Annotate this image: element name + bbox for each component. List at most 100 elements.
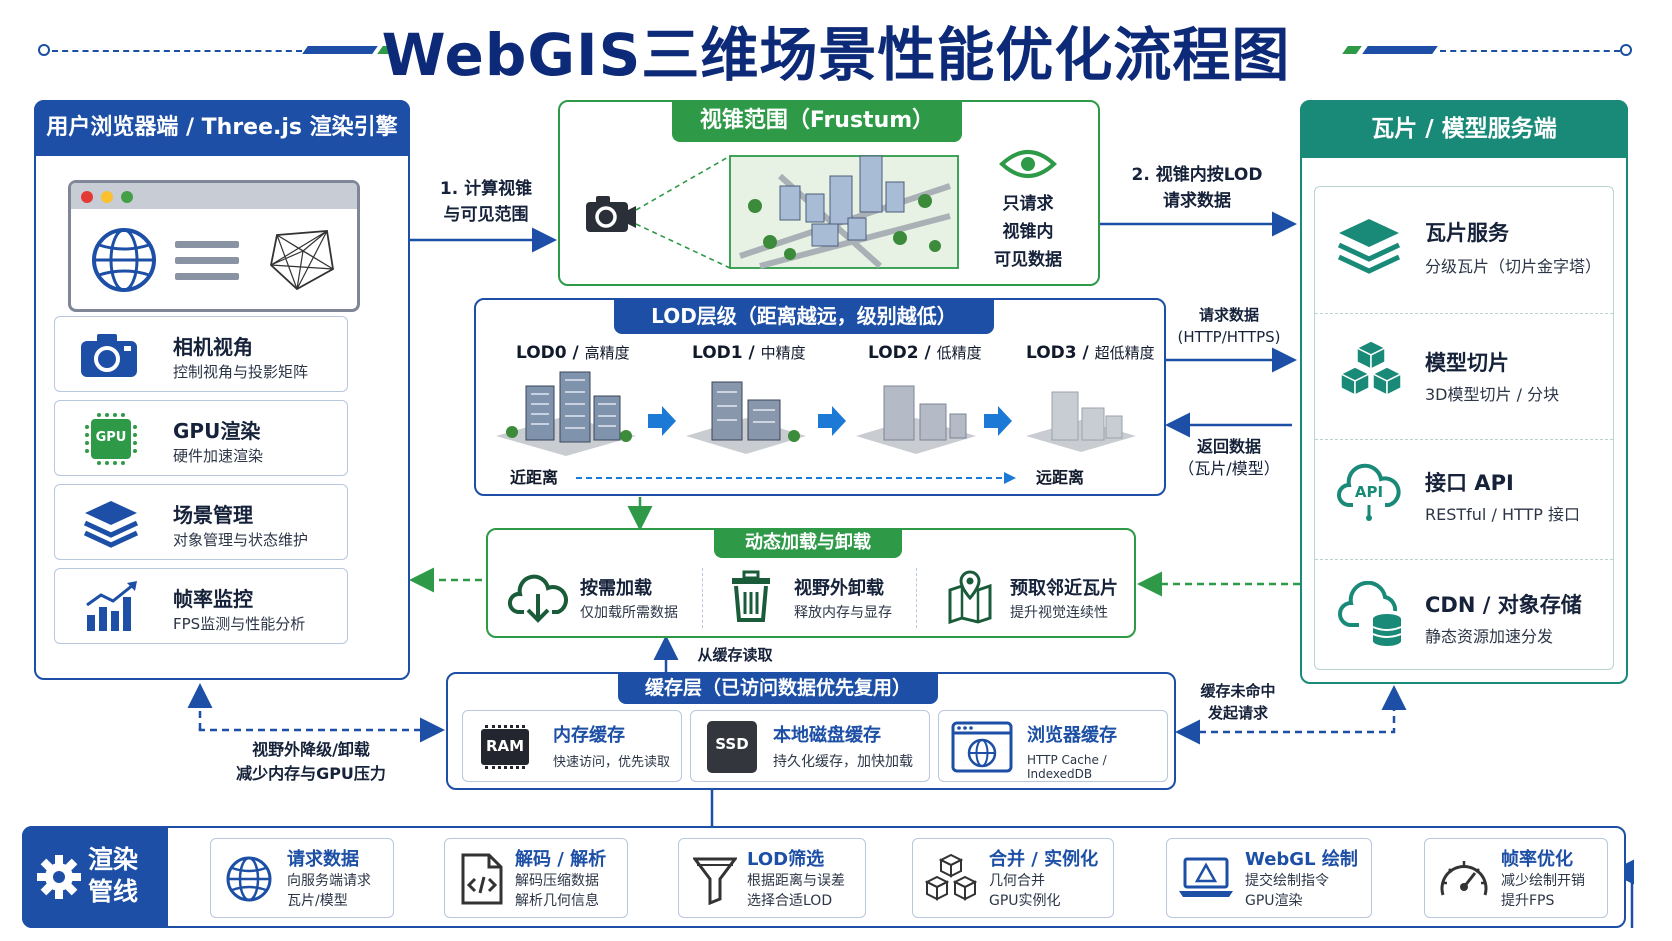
frustum-side-line: 视锥内 [1002,222,1054,242]
label-line: 缓存未命中 [1200,682,1276,700]
lod-desc: 超低精度 [1094,344,1155,362]
title-deco-left [0,0,1672,100]
ssd-badge: SSD [715,735,749,753]
cubes-icon [924,853,978,901]
client-card-sub: FPS监测与性能分析 [173,615,306,633]
pipeline-label-line: 管线 [88,877,139,906]
gear-icon [37,855,81,899]
cache-item-title: 本地磁盘缓存 [773,725,881,746]
map-pin-icon [948,570,992,624]
pipeline-step-title: 合并 / 实例化 [989,849,1099,870]
pipeline-sub-line: 几何合并 [989,873,1045,889]
layers-icon [83,501,139,548]
cache-item-sub: HTTP Cache / IndexedDB [1027,753,1107,781]
lod-level-3: LOD3 / 超低精度 [1026,343,1155,363]
pipeline-label: 渲染 管线 [88,844,138,908]
frustum-illustration [586,155,959,269]
label-line: 1. 计算视锥 [439,179,533,199]
client-card-title: 相机视角 [173,335,253,359]
speedometer-icon [1440,861,1488,896]
pipeline-sub-line: 解码压缩数据 [515,873,599,889]
dynamic-panel: 动态加载与卸载 按需加载 仅加载所需数据 视野外卸载 释放内存与显存 预取邻近瓦… [486,528,1136,638]
camera-icon [586,196,636,232]
api-cloud-icon: API [1337,463,1401,521]
frustum-panel: 视锥范围（Frustum） 只请求 视锥内 [558,100,1100,286]
label-line: (HTTP/HTTPS) [1177,328,1281,346]
wireframe-mesh-icon [270,230,334,291]
cache-card-memory: RAM 内存缓存 快速访问，优先读取 [462,710,682,782]
client-panel: 用户浏览器端 / Three.js 渲染引擎 相机视角 [34,100,410,680]
client-card-sub: 对象管理与状态维护 [173,531,309,549]
trash-icon [732,570,770,622]
eye-icon [999,150,1057,178]
lod-name: LOD2 [868,343,919,363]
client-card-fps: 帧率监控 FPS监测与性能分析 [54,568,348,644]
label-return-data: 返回数据 （瓦片/模型） [1168,436,1290,480]
frustum-side-line: 可见数据 [994,250,1062,270]
server-item-sub: RESTful / HTTP 接口 [1425,505,1580,524]
server-item-title: CDN / 对象存储 [1425,593,1582,617]
list-lines-icon [175,241,239,280]
ram-badge: RAM [485,737,525,755]
label-request-data: 请求数据 (HTTP/HTTPS) [1168,304,1290,348]
cache-item-sub: 持久化缓存，加快加载 [773,754,913,770]
pipeline-step-sub: 解码压缩数据 解析几何信息 [515,871,599,911]
lod-far-label: 远距离 [1036,468,1085,487]
label-line: 减少内存与GPU压力 [236,764,386,783]
pipeline-step-webgl: WebGL 绘制 提交绘制指令 GPU渲染 [1166,838,1372,918]
funnel-icon [693,857,737,905]
client-card-scene: 场景管理 对象管理与状态维护 [54,484,348,560]
label-cache-miss: 缓存未命中 发起请求 [1186,680,1290,724]
lod-name: LOD1 [692,343,743,363]
cache-item-title: 浏览器缓存 [1027,725,1117,746]
server-panel-header: 瓦片 / 模型服务端 [1300,100,1628,158]
pipeline-step-sub: 减少绘制开销 提升FPS [1501,871,1585,911]
camera-icon [81,334,137,377]
cdn-cloud-icon [1338,581,1402,646]
lod-level-1: LOD1 / 中精度 [692,343,806,363]
pipeline-step-sub: 根据距离与误差 选择合适LOD [747,871,845,911]
lod-distance-arrow [576,472,1016,484]
pipeline-label-block: 渲染 管线 [22,826,168,928]
pipeline-sub-line: 提交绘制指令 [1245,873,1329,889]
cache-card-disk: SSD 本地磁盘缓存 持久化缓存，加快加载 [690,710,930,782]
dynamic-item-sub: 仅加载所需数据 [580,605,678,621]
client-panel-header: 用户浏览器端 / Three.js 渲染引擎 [34,100,410,156]
dynamic-item-title: 按需加载 [580,578,652,599]
globe-icon [92,228,156,292]
client-card-title: 场景管理 [173,503,253,527]
pipeline-step-merge: 合并 / 实例化 几何合并 GPU实例化 [912,838,1114,918]
server-inner: 瓦片服务 分级瓦片（切片金字塔） 模型切片 3D模型切片 / 分块 API 接口… [1314,186,1614,670]
lod-panel-header: LOD层级（距离越远，级别越低） [614,298,994,334]
lod-panel: LOD层级（距离越远，级别越低） LOD0 / 高精度 LOD1 / 中精度 L… [474,298,1166,496]
label-lod-request: 2. 视锥内按LOD 请求数据 [1112,162,1282,214]
dynamic-item-title: 预取邻近瓦片 [1010,578,1118,599]
pipeline-step-title: LOD筛选 [747,849,825,870]
gpu-badge: GPU [95,430,127,445]
lod-near-label: 近距离 [510,468,559,487]
laptop-icon [1179,857,1233,897]
globe-icon [226,856,272,902]
lod-level-0: LOD0 / 高精度 [516,343,630,363]
pipeline-sub-line: 解析几何信息 [515,893,599,909]
frustum-side-text: 只请求 视锥内 可见数据 [978,190,1078,274]
pipeline-sub-line: 瓦片/模型 [287,893,348,909]
bar-chart-icon [86,581,137,631]
pipeline-step-fps: 帧率优化 减少绘制开销 提升FPS [1424,838,1608,918]
pipeline-sub-line: GPU渲染 [1245,893,1303,909]
pipeline-sub-line: 减少绘制开销 [1501,873,1585,889]
frustum-side-line: 只请求 [1002,194,1054,214]
label-line: 请求数据 [1163,191,1231,211]
lod-desc: 高精度 [584,344,630,362]
frustum-panel-header: 视锥范围（Frustum） [672,100,962,142]
cache-card-browser: 浏览器缓存 HTTP Cache / IndexedDB [938,710,1168,782]
pipeline-step-sub: 提交绘制指令 GPU渲染 [1245,871,1329,911]
pipeline-sub-line: 提升FPS [1501,893,1555,909]
cubes-icon [1339,340,1403,397]
client-card-gpu: GPU GPU渲染 硬件加速渲染 [54,400,348,476]
cache-panel: 缓存层（已访问数据优先复用） RAM 内存缓存 快速访问，优先读取 SSD 本地… [446,672,1176,790]
pipeline-sub-line: 选择合适LOD [747,893,833,909]
pipeline-step-title: 帧率优化 [1501,849,1573,870]
label-line: 发起请求 [1207,704,1268,722]
server-item-sub: 3D模型切片 / 分块 [1425,385,1560,404]
